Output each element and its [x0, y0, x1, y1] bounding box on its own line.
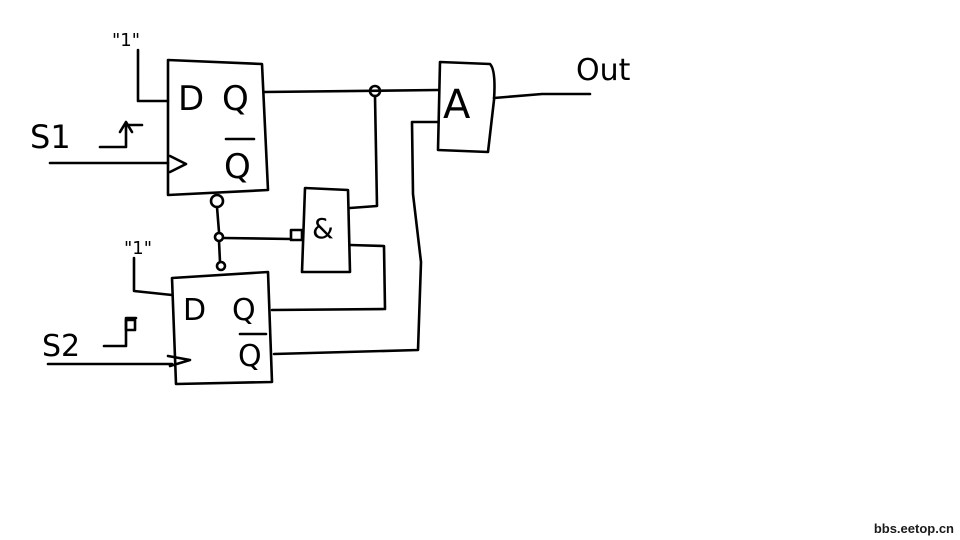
- junction-ff1-bottom: [209, 193, 225, 209]
- and-gate-body: [300, 186, 352, 274]
- wire-middle-to-and-gate: [222, 236, 293, 241]
- wire-ff1-q-to-out-gate: [262, 88, 440, 94]
- and-gate: &: [289, 186, 352, 274]
- input-s1-label: S1: [30, 118, 71, 156]
- flip-flop-2-body: [170, 270, 274, 386]
- wire-output: [492, 92, 592, 100]
- s1-edge-symbol: [98, 123, 144, 149]
- junction-ff2-top: [215, 260, 227, 272]
- output-label: Out: [576, 53, 631, 88]
- flip-flop-1-body: [166, 58, 270, 197]
- and-gate-symbol: &: [312, 212, 334, 245]
- ff2-d-label: D: [183, 293, 206, 328]
- ff1-q-label: Q: [222, 79, 249, 119]
- ff1-clock-triangle: [168, 154, 188, 174]
- and-gate-inverting-input: [289, 228, 304, 242]
- tie-high-label-1: "1": [112, 30, 140, 51]
- ff2-q-label: Q: [232, 293, 256, 328]
- wire-ff1-q-to-and-gate: [348, 94, 379, 210]
- wire-tie1-to-ff1-d: [136, 48, 170, 103]
- input-s2-label: S2: [42, 329, 80, 364]
- flip-flop-1: D Q Q: [166, 58, 270, 197]
- wire-ff2-q-to-and-gate: [270, 243, 387, 312]
- tie-high-label-2: "1": [124, 238, 152, 259]
- wire-middle-to-ff2: [217, 239, 222, 264]
- output-gate-symbol: A: [443, 82, 471, 128]
- wire-tie2-to-ff2-d: [132, 256, 174, 297]
- ff1-qbar-label: Q: [224, 147, 251, 187]
- wire-ff2-qbar-to-out-gate: [272, 120, 440, 356]
- s2-edge-box: [124, 318, 137, 332]
- wires: [46, 48, 592, 366]
- ff2-clock-triangle: [166, 354, 192, 368]
- output-gate-body: [436, 60, 496, 154]
- output-gate: A: [436, 60, 496, 154]
- flip-flop-2: D Q Q: [166, 270, 274, 386]
- wire-ff1-to-ff2-vertical: [215, 205, 221, 234]
- s1-edge-arrow: [118, 120, 134, 134]
- s2-edge-symbol: [102, 316, 138, 348]
- watermark: bbs.eetop.cn: [873, 521, 954, 536]
- ff2-qbar-label: Q: [238, 339, 262, 374]
- ff1-d-label: D: [178, 79, 204, 119]
